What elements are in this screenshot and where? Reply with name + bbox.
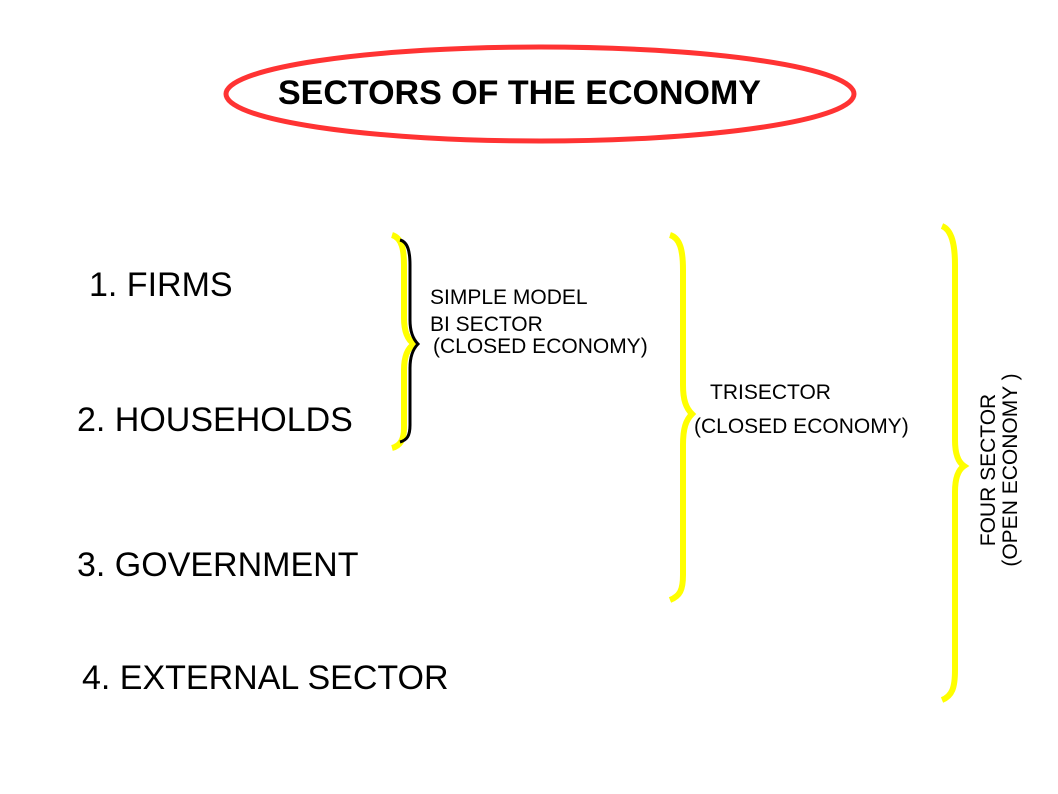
sector-item-households: 2. HOUSEHOLDS	[77, 401, 353, 439]
sector-item-firms: 1. FIRMS	[89, 266, 233, 304]
four-sector-label-line1: FOUR SECTOR	[977, 393, 1000, 547]
tri-sector-label-line2: (CLOSED ECONOMY)	[694, 415, 909, 438]
bi-sector-label-line3: (CLOSED ECONOMY)	[433, 335, 648, 358]
four-sector-label: FOUR SECTOR (OPEN ECONOMY )	[977, 373, 1022, 567]
four-sector-label-line2: (OPEN ECONOMY )	[999, 373, 1022, 567]
sector-item-government: 3. GOVERNMENT	[77, 546, 359, 584]
bi-sector-brace-yellow	[390, 232, 420, 451]
bi-sector-label-line1: SIMPLE MODEL	[430, 286, 588, 309]
sector-item-external: 4. EXTERNAL SECTOR	[82, 659, 449, 697]
tri-sector-brace	[668, 232, 697, 603]
page-title: SECTORS OF THE ECONOMY	[278, 74, 761, 112]
title-oval	[223, 44, 857, 144]
four-sector-brace	[940, 223, 970, 703]
tri-sector-label-line1: TRISECTOR	[710, 381, 831, 404]
bi-sector-brace-black	[399, 238, 421, 444]
bi-sector-label-line2: BI SECTOR	[430, 313, 543, 336]
